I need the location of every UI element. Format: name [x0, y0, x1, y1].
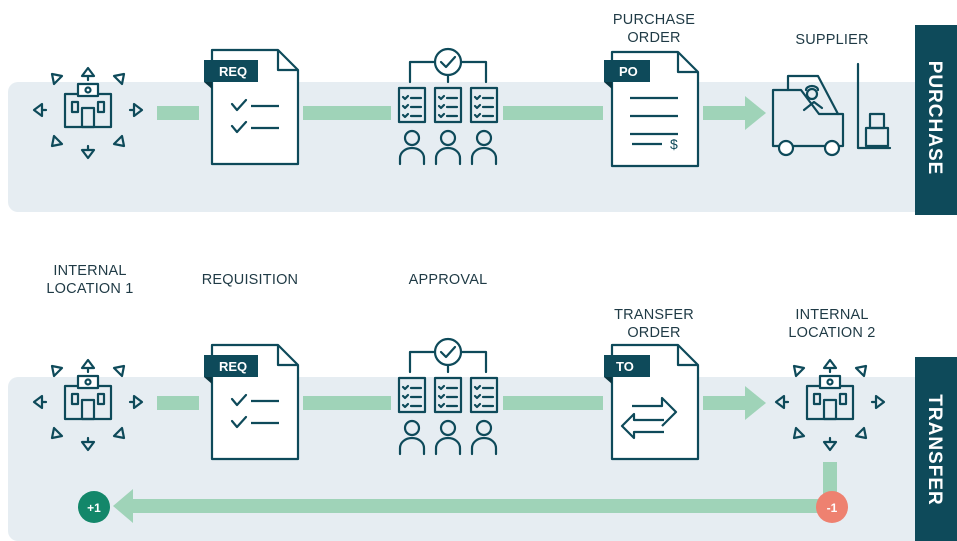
supplier-forklift-icon: [771, 62, 892, 157]
transfer-tab-label: TRANSFER: [924, 394, 945, 505]
req-bottom-tag: REQ: [219, 359, 247, 374]
plus-one-badge: [78, 491, 110, 523]
requisition-label: REQUISITION: [201, 272, 299, 288]
purchase-order-label-line2: ORDER: [627, 30, 681, 46]
po-dollar-symbol: $: [670, 136, 678, 152]
approval-top-icon: [397, 47, 499, 166]
po-tag: PO: [619, 64, 638, 79]
purchase-order-label: PURCHASE ORDER: [604, 11, 704, 47]
transfer-order-doc-icon: [604, 343, 700, 461]
purchase-order-doc-icon: [604, 50, 700, 168]
internal-location-1-label-line2: LOCATION 1: [46, 281, 134, 297]
approval-label: APPROVAL: [408, 272, 488, 288]
internal-location-2-label-line1: INTERNAL: [795, 307, 869, 323]
transfer-order-label-line2: ORDER: [627, 325, 681, 341]
transfer-band: [8, 377, 943, 541]
purchase-connectors: [157, 96, 766, 130]
transfer-tab: [915, 357, 957, 541]
internal-location-1-label: INTERNAL LOCATION 1: [40, 262, 140, 298]
minus-one-badge: [816, 491, 848, 523]
to-tag: TO: [616, 359, 634, 374]
internal-location-2-label-line2: LOCATION 2: [788, 325, 876, 341]
purchase-tab-label: PURCHASE: [924, 61, 945, 176]
requisition-bottom-doc-icon: [204, 343, 300, 461]
internal-location-1-top-icon: [32, 66, 144, 160]
purchase-tab: [915, 25, 957, 215]
internal-location-1-label-line1: INTERNAL: [53, 263, 127, 279]
plus-one-badge-text: +1: [87, 501, 101, 515]
internal-location-2-label: INTERNAL LOCATION 2: [780, 306, 884, 342]
transfer-order-label: TRANSFER ORDER: [604, 306, 704, 342]
transfer-order-label-line1: TRANSFER: [614, 307, 694, 323]
minus-one-badge-text: -1: [827, 501, 838, 515]
purchase-order-label-line1: PURCHASE: [612, 12, 696, 28]
transfer-connectors: [113, 386, 837, 523]
supplier-label: SUPPLIER: [795, 32, 869, 48]
requisition-top-doc-icon: [204, 48, 300, 166]
req-top-tag: REQ: [219, 64, 247, 79]
